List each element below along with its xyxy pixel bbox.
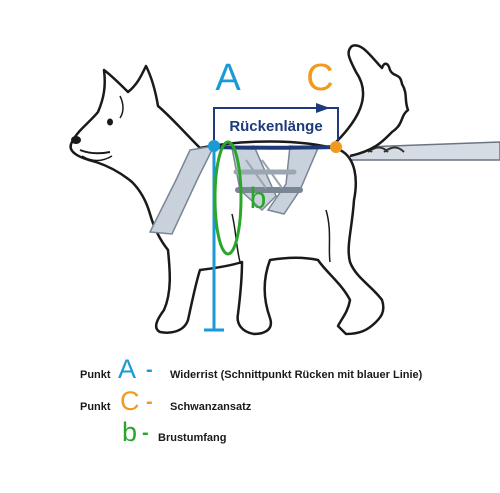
legend-dash: - [142, 422, 149, 444]
legend-prefix: Punkt [80, 369, 111, 381]
legend-prefix: Punkt [80, 401, 111, 413]
dog-tail [329, 44, 410, 158]
legend-text: Widerrist (Schnittpunkt Rücken mit blaue… [170, 369, 423, 381]
legend-letter: C [120, 386, 140, 416]
label-c: C [306, 57, 333, 99]
point-a-marker [208, 140, 220, 152]
blue-measure-line [204, 146, 224, 332]
label-a: A [215, 57, 241, 99]
legend-dash: - [146, 359, 153, 381]
back-length-label: Rückenlänge [229, 118, 322, 135]
dog-harness [148, 145, 320, 235]
legend-text: Brustumfang [158, 432, 227, 444]
point-c-marker [330, 141, 342, 153]
back-length-box [213, 103, 339, 140]
back-line [213, 145, 337, 150]
legend-row-c: Punkt C - Schwanzansatz [0, 386, 500, 422]
legend-text: Schwanzansatz [170, 401, 252, 413]
legend-row-b: b - Brustumfang [0, 417, 500, 453]
legend-letter: b [122, 417, 138, 447]
legend-letter: A [118, 354, 137, 384]
dog-body [69, 64, 385, 336]
legend-dash: - [146, 391, 153, 413]
chest-girth-ellipse [213, 140, 243, 256]
dog-illustration: Rückenlänge A C b [69, 44, 500, 336]
label-b: b [250, 182, 267, 215]
legend-row-a: Punkt A - Widerrist (Schnittpunkt Rücken… [0, 354, 500, 390]
